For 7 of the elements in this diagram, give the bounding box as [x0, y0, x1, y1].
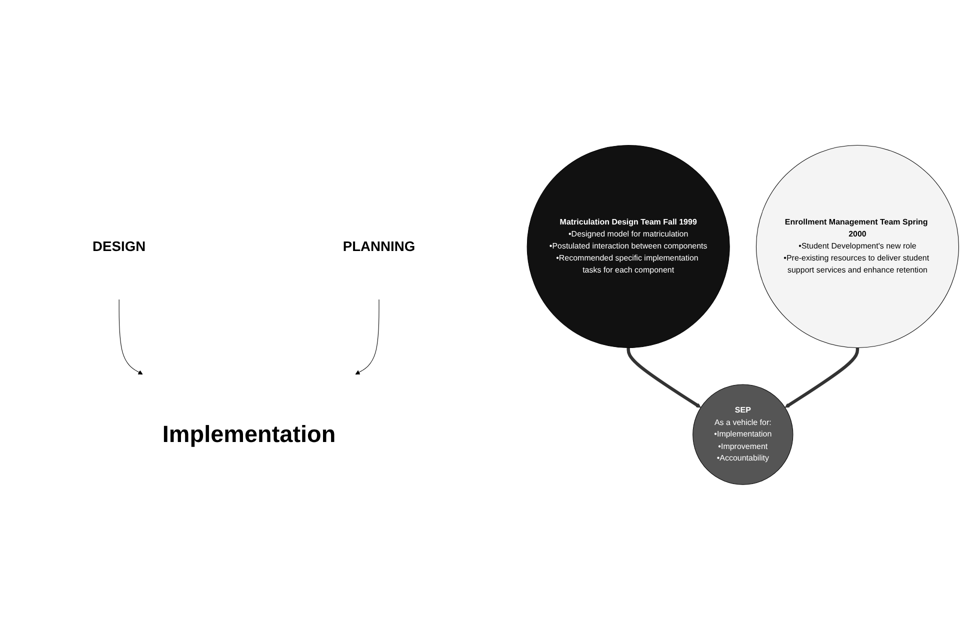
- node-text: PLANNING: [342, 238, 416, 254]
- arrow: [355, 299, 380, 375]
- node-text: DESIGN: [92, 238, 146, 254]
- arrow: [784, 348, 860, 408]
- arrow: [626, 348, 701, 408]
- node-text: Implementation: [162, 421, 336, 448]
- arrow: [118, 299, 143, 375]
